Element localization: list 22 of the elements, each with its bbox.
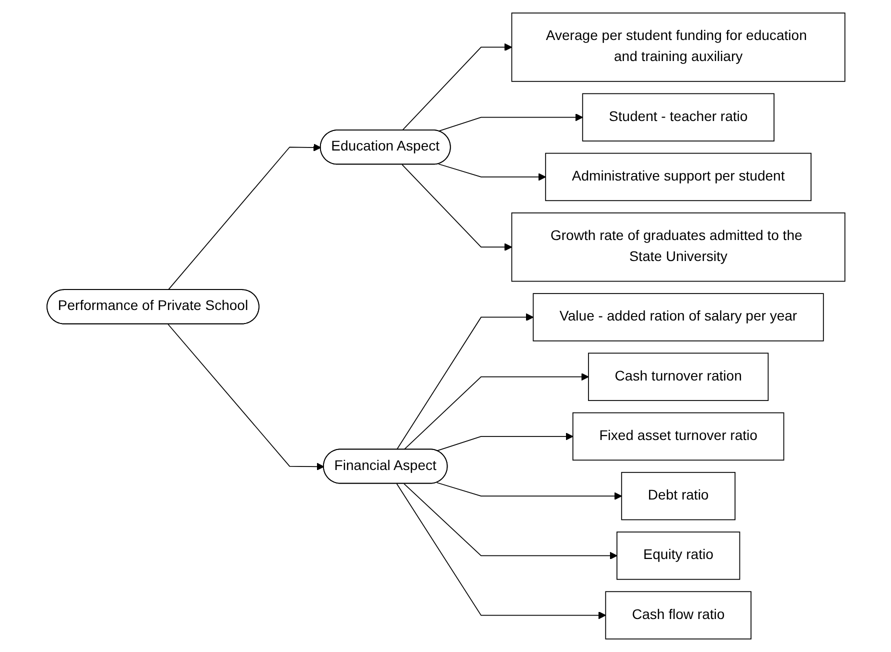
node-box: Cash turnover ration: [588, 352, 768, 401]
node-box: Student - teacher ratio: [582, 93, 774, 142]
arrow: [403, 483, 617, 560]
arrow: [436, 482, 622, 500]
arrow: [167, 324, 324, 470]
node-box: Growth rate of graduates admitted to the State University: [510, 212, 845, 282]
node-box: Administrative support per student: [544, 152, 812, 202]
arrow: [396, 483, 606, 620]
arrow: [167, 144, 321, 290]
node-box: Fixed asset turnover ratio: [572, 412, 784, 461]
arrow: [396, 313, 534, 450]
arrow: [436, 432, 573, 452]
arrow: [401, 43, 512, 131]
node-box: Average per student funding for education and training auxiliary: [510, 12, 845, 82]
node-box: Equity ratio: [616, 532, 740, 580]
arrow: [403, 372, 588, 450]
arrow: [438, 113, 583, 132]
node-box: Value - added ration of salary per year: [532, 293, 824, 342]
arrow: [401, 164, 512, 251]
arrow: [438, 164, 546, 181]
node-box: Cash flow ratio: [604, 591, 751, 640]
node-box: Debt ratio: [620, 472, 735, 520]
